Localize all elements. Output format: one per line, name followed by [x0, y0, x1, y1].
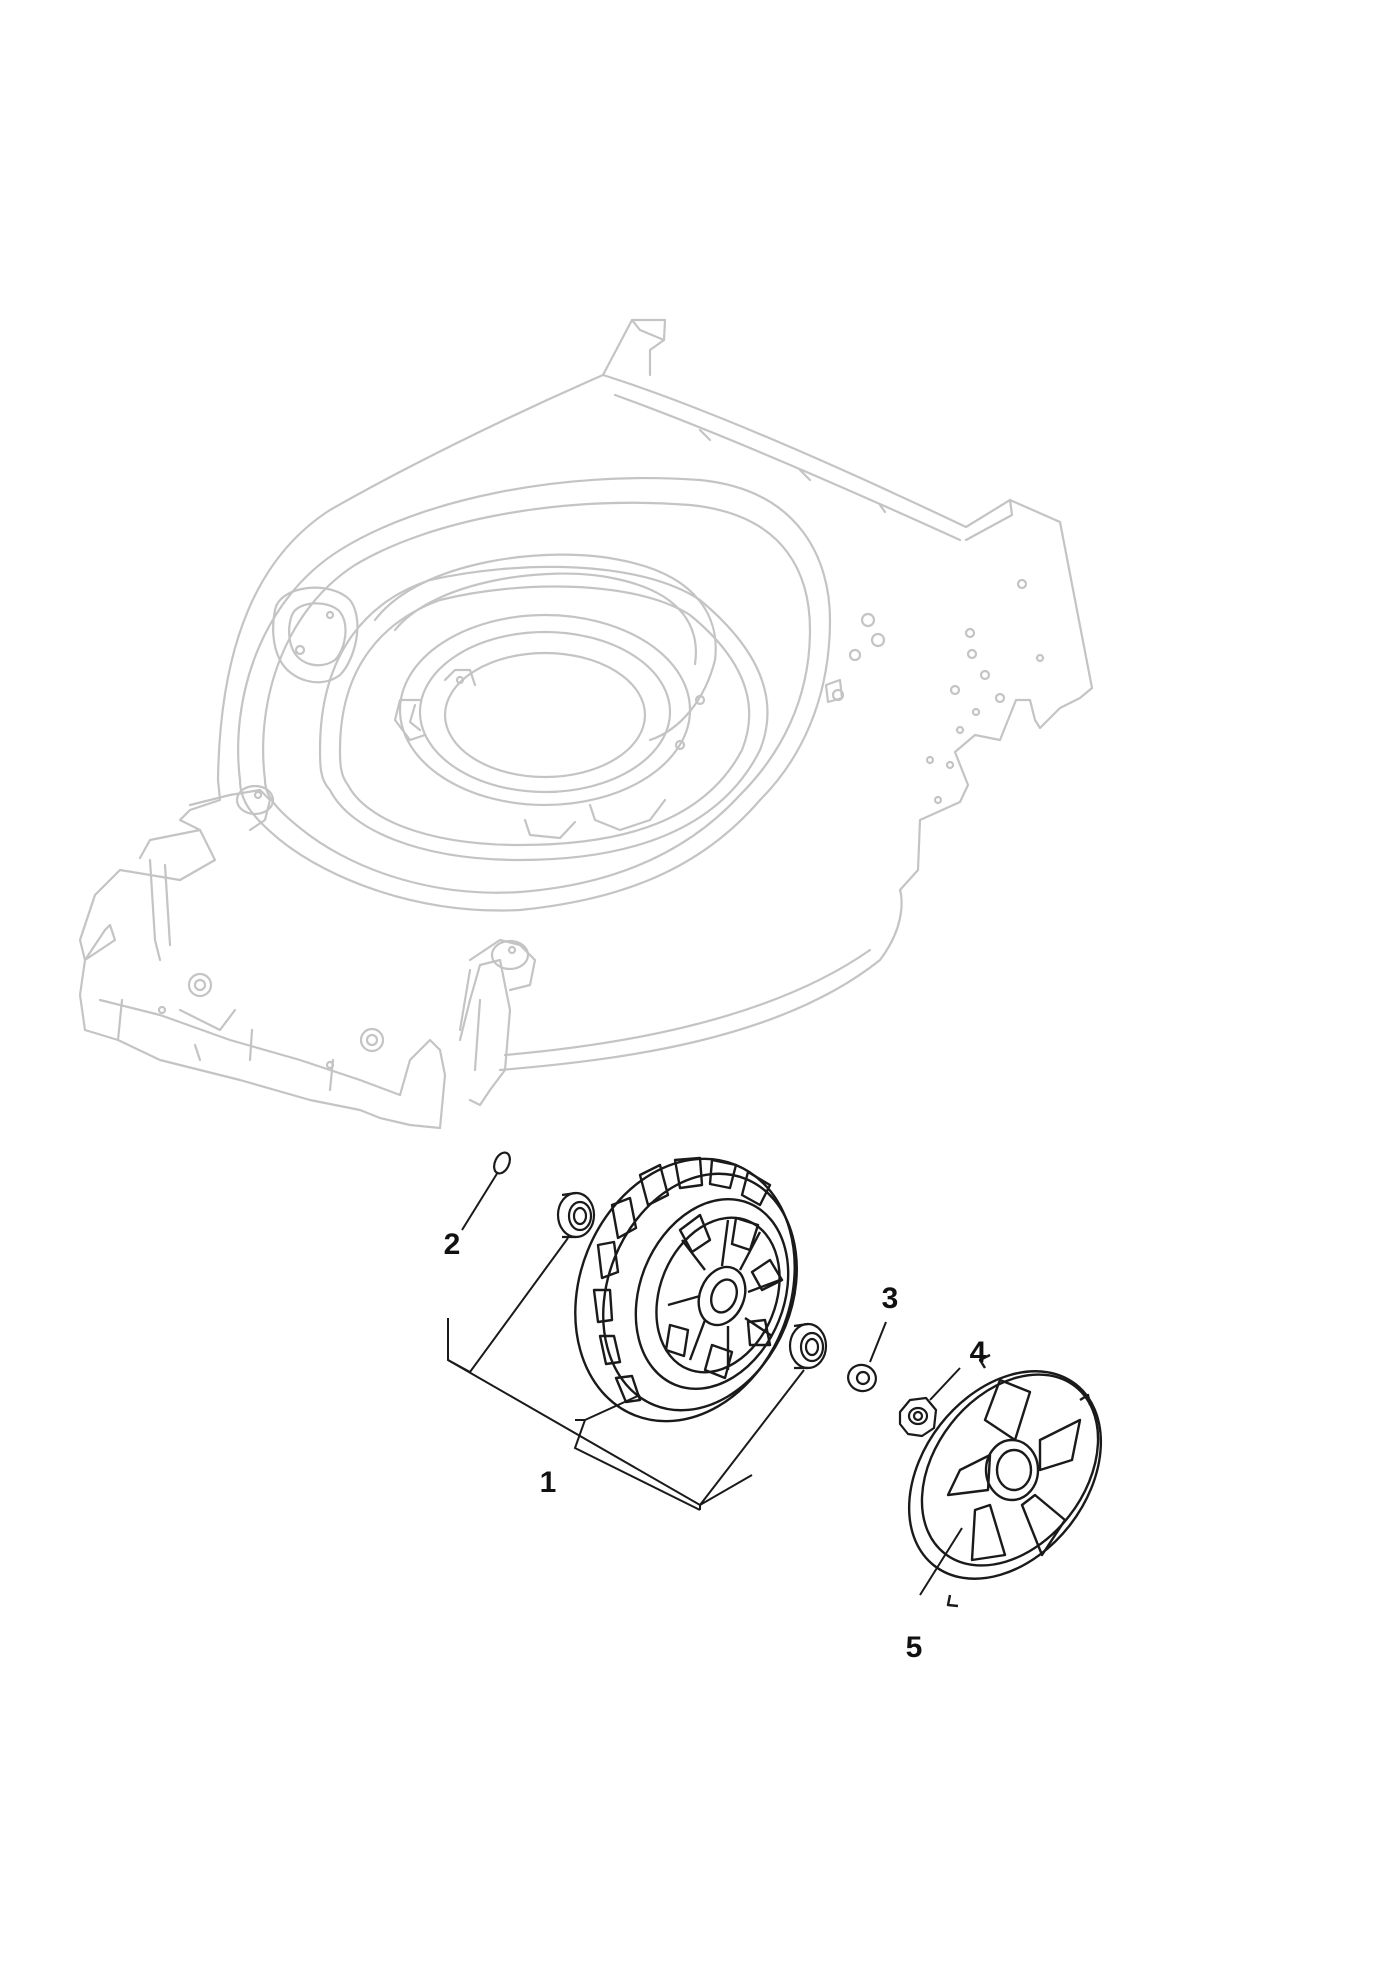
- bearing-icon: [556, 1191, 596, 1239]
- mower-deck-icon: [78, 318, 1094, 1130]
- callout-4: 4: [970, 1336, 987, 1369]
- washer-icon: [847, 1363, 877, 1393]
- callout-2: 2: [444, 1228, 461, 1261]
- o-ring-icon: [493, 1151, 511, 1175]
- hubcap-icon: [907, 1353, 1103, 1608]
- callout-3: 3: [882, 1282, 899, 1315]
- nut-icon: [898, 1396, 938, 1438]
- bearing-icon: [788, 1322, 828, 1370]
- leader-1-right: [699, 1369, 805, 1506]
- wheel-icon: [574, 1156, 798, 1423]
- leader-5: [919, 1527, 963, 1596]
- callout-1: 1: [540, 1466, 557, 1499]
- leader-2: [461, 1171, 499, 1231]
- callout-5: 5: [906, 1631, 923, 1664]
- leader-4: [929, 1367, 961, 1401]
- leader-1-left: [447, 1237, 569, 1374]
- leader-1-wheel: [584, 1394, 641, 1421]
- leader-lines: [447, 1171, 963, 1596]
- leader-3: [869, 1321, 887, 1363]
